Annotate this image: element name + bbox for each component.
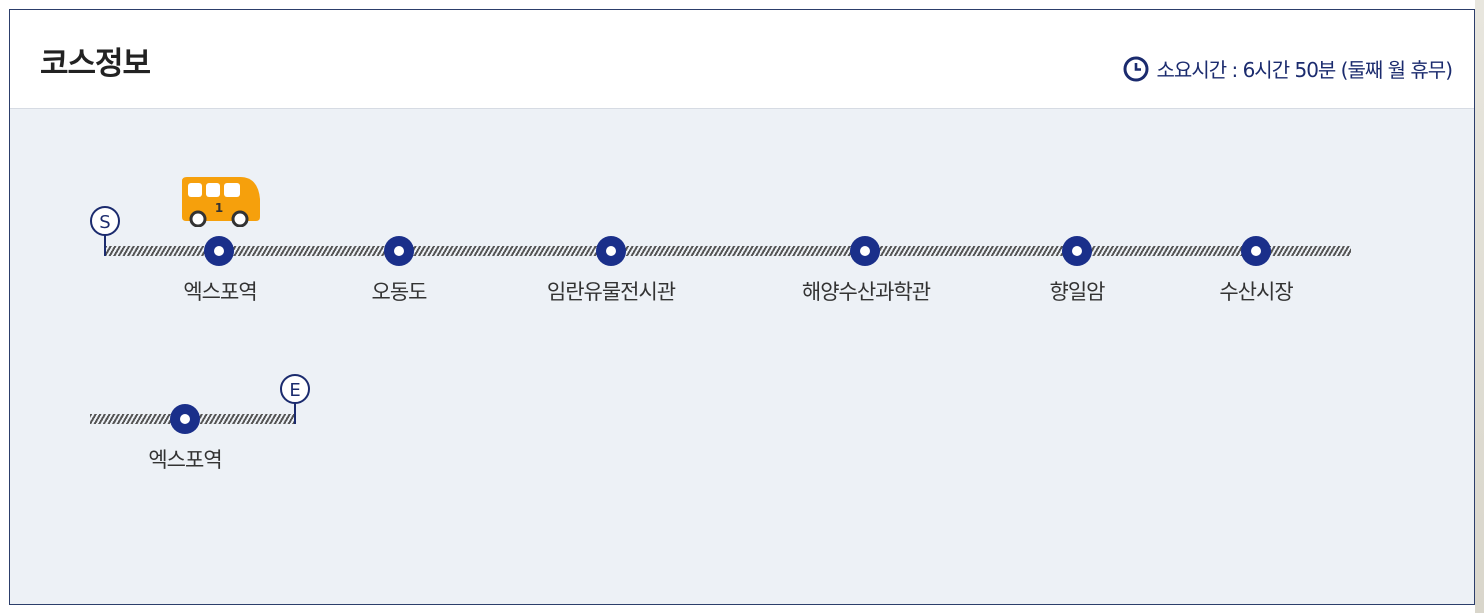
stop-label-4[interactable]: 해양수산과학관 xyxy=(801,280,931,304)
start-marker-label: S xyxy=(99,212,110,233)
stop-dot-1[interactable] xyxy=(204,236,234,266)
stop-label-3[interactable]: 임란유물전시관 xyxy=(546,280,676,304)
bus-icon: 1 xyxy=(182,177,260,227)
duration-info: 소요시간 : 6시간 50분 (둘째 월 휴무) xyxy=(1123,54,1453,83)
route-line-row1 xyxy=(105,246,1351,256)
stop-dot-2[interactable] xyxy=(384,236,414,266)
end-marker: E xyxy=(280,374,310,424)
end-marker-label: E xyxy=(289,380,300,401)
stop-dot-5[interactable] xyxy=(1062,236,1092,266)
stop-label-2[interactable]: 오동도 xyxy=(371,280,428,304)
stop-dot-6[interactable] xyxy=(1241,236,1271,266)
stop-label-5[interactable]: 향일암 xyxy=(1049,280,1106,304)
clock-icon xyxy=(1123,56,1149,81)
panel-header: 코스정보 소요시간 : 6시간 50분 (둘째 월 휴무) xyxy=(10,10,1474,109)
stop-dot-4[interactable] xyxy=(850,236,880,266)
stop-dot-3[interactable] xyxy=(596,236,626,266)
stop-label-6[interactable]: 수산시장 xyxy=(1219,280,1293,304)
stop-label-7[interactable]: 엑스포역 xyxy=(148,448,222,472)
duration-text: 소요시간 : 6시간 50분 (둘째 월 휴무) xyxy=(1156,58,1453,82)
start-marker: S xyxy=(90,206,120,256)
page-title: 코스정보 xyxy=(40,46,151,82)
stop-label-1[interactable]: 엑스포역 xyxy=(183,280,257,304)
bus-number: 1 xyxy=(215,201,223,215)
stop-dot-7[interactable] xyxy=(170,404,200,434)
background-map-edge xyxy=(1475,0,1484,613)
course-info-panel: 코스정보 소요시간 : 6시간 50분 (둘째 월 휴무) S 1 엑스포역 오… xyxy=(9,9,1475,605)
